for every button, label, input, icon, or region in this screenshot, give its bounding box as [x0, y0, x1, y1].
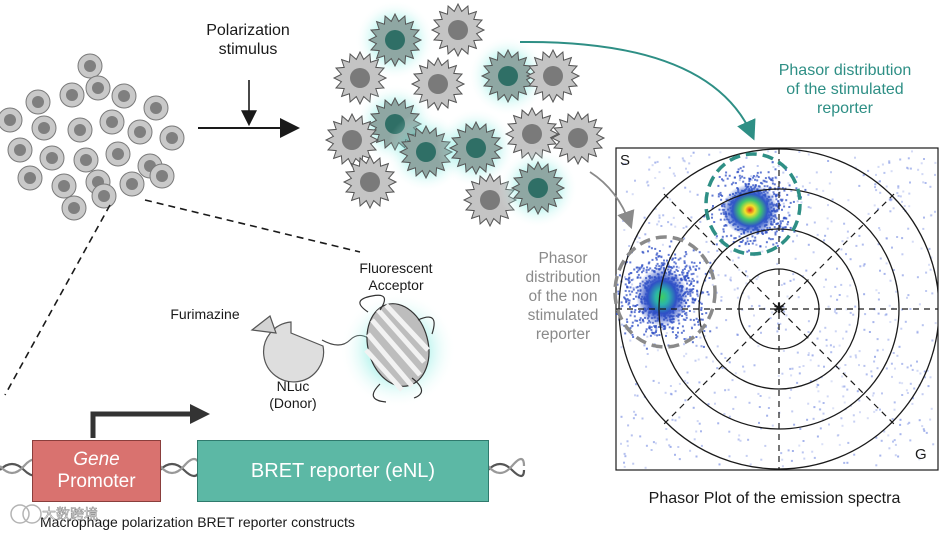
zoom-line-left	[4, 204, 111, 396]
unstimulated-cell	[73, 147, 99, 173]
unstimulated-cell	[91, 183, 117, 209]
svg-text:✱: ✱	[773, 300, 785, 316]
watermark-logo-icon	[10, 504, 42, 524]
unstimulated-cell	[61, 195, 87, 221]
acceptor-protein-icon	[359, 294, 435, 403]
stimulated-reporter-label: Phasor distribution of the stimulated re…	[778, 62, 912, 117]
gene-word: Gene	[73, 449, 120, 471]
unstimulated-cell	[127, 119, 153, 145]
unstimulated-cell	[7, 137, 33, 163]
polarized-cell-glowing	[468, 36, 548, 116]
transcription-arrowhead	[190, 404, 210, 424]
axis-s-label: S	[620, 152, 631, 169]
unstimulated-cell	[31, 115, 57, 141]
unstimulated-cell	[149, 163, 175, 189]
unstimulated-cell	[59, 82, 85, 108]
polarized-cell	[430, 2, 486, 58]
phasor-plot: ✱	[613, 147, 939, 471]
unstimulated-cell	[67, 117, 93, 143]
polarized-cell	[324, 112, 380, 168]
unstimulated-cell-cluster	[0, 53, 185, 221]
unstimulated-cell	[51, 173, 77, 199]
polarized-cell	[550, 110, 606, 166]
axis-g-label: G	[915, 446, 927, 463]
nluc-donor-label: NLuc (Donor)	[269, 378, 317, 411]
polarized-cell-glowing	[436, 108, 516, 188]
nonstimulated-reporter-label: Phasor distribution of the non stimulate…	[525, 250, 601, 343]
furimazine-triangle	[250, 315, 277, 334]
nonstimulated-cluster-outline	[613, 235, 717, 349]
polarized-cell	[504, 106, 560, 162]
polarized-cell	[342, 154, 398, 210]
stimulated-pointer-arrow	[519, 40, 756, 141]
transcription-start-arrow	[90, 411, 192, 438]
unstimulated-cell	[39, 145, 65, 171]
stimulated-cluster-outline	[704, 152, 802, 256]
polarized-cell	[525, 48, 581, 104]
unstimulated-cell	[17, 165, 43, 191]
unstimulated-cell	[99, 109, 125, 135]
furimazine-label: Furimazine	[170, 306, 240, 322]
unstimulated-cell	[143, 95, 169, 121]
watermark-text: 大数跨境	[42, 506, 99, 523]
polarized-cell-glowing	[355, 0, 435, 80]
polarized-cell	[410, 56, 466, 112]
bret-reporter-label: BRET reporter (eNL)	[250, 459, 436, 482]
unstimulated-cell	[25, 89, 51, 115]
unstimulated-cell	[119, 171, 145, 197]
unstimulated-cell	[77, 53, 103, 79]
construct-caption: Macrophage polarization BRET reporter co…	[40, 514, 355, 530]
zoom-line-right	[144, 199, 361, 253]
nonstimulated-pointer-arrow	[589, 171, 635, 230]
unstimulated-cell	[159, 125, 185, 151]
promoter-word: Promoter	[57, 471, 136, 492]
polarized-cell-cluster	[324, 0, 606, 228]
bret-reporter-box: BRET reporter (eNL)	[197, 440, 489, 502]
unstimulated-cell	[85, 75, 111, 101]
fluorescent-acceptor-label: Fluorescent Acceptor	[359, 260, 433, 293]
unstimulated-cell	[105, 141, 131, 167]
polarization-stimulus-label: Polarization stimulus	[206, 22, 290, 58]
gene-promoter-box: Gene Promoter	[32, 440, 161, 502]
unstimulated-cell	[0, 107, 23, 133]
unstimulated-cell	[111, 83, 137, 109]
polarized-cell-glowing	[498, 148, 578, 228]
phasor-plot-caption: Phasor Plot of the emission spectra	[648, 490, 901, 507]
